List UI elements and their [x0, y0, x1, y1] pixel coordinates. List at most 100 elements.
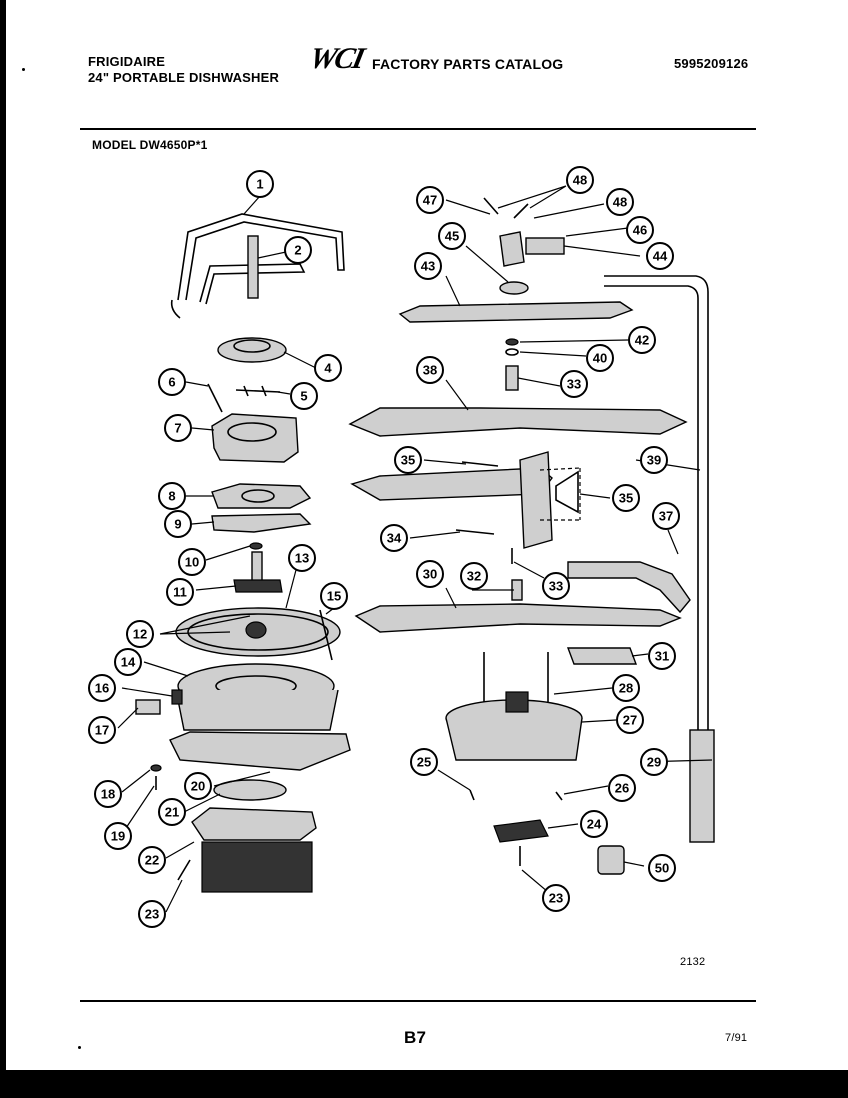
svg-text:23: 23: [145, 907, 159, 922]
callout-33-lower: 32: [460, 562, 488, 590]
callout-50: 50: [648, 854, 676, 882]
svg-text:13: 13: [295, 551, 309, 566]
svg-text:19: 19: [111, 829, 125, 844]
illustration-number: 2132: [680, 956, 706, 968]
svg-text:50: 50: [655, 861, 669, 876]
callout-44: 43: [414, 252, 442, 280]
callout-27: 26: [608, 774, 636, 802]
svg-text:16: 16: [95, 681, 109, 696]
part-22-motor: [191, 807, 317, 893]
part-5-clip: [235, 385, 281, 397]
svg-text:1: 1: [256, 177, 263, 192]
callout-29: 28: [612, 674, 640, 702]
callout-19: 19: [104, 822, 132, 850]
header-rule: [80, 128, 756, 130]
callout-39: 38: [416, 356, 444, 384]
callout-45: 45: [438, 222, 466, 250]
svg-text:20: 20: [191, 779, 205, 794]
svg-text:14: 14: [121, 655, 136, 670]
svg-text:46: 46: [633, 223, 647, 238]
callout-8: 8: [158, 482, 186, 510]
callout-21: 21: [158, 798, 186, 826]
svg-text:29: 29: [647, 755, 661, 770]
scan-speck: [78, 1046, 81, 1049]
part-11-impeller: [233, 551, 283, 593]
part-10-nut: [249, 542, 263, 550]
callout-47: 46: [626, 216, 654, 244]
part-16-fitting: [171, 689, 183, 705]
part-23-screw: [177, 859, 191, 881]
callout-25: 24: [580, 810, 608, 838]
part-1-tube: [170, 213, 345, 319]
callout-37: 35: [612, 484, 640, 512]
page-code: B7: [404, 1028, 427, 1047]
svg-text:42: 42: [635, 333, 649, 348]
catalog-number: 5995209126: [674, 56, 749, 71]
part-6-screw: [207, 383, 223, 413]
part-42-ring: [505, 348, 519, 356]
svg-text:48: 48: [613, 195, 627, 210]
leader-lines: [117, 185, 713, 913]
svg-text:21: 21: [165, 805, 179, 820]
callout-1: 1: [246, 170, 274, 198]
catalog-title: FACTORY PARTS CATALOG: [372, 56, 564, 72]
part-37-manifold: [350, 451, 581, 549]
callout-10: 10: [178, 548, 206, 576]
svg-text:2: 2: [294, 243, 301, 258]
svg-text:15: 15: [327, 589, 341, 604]
callout-16: 16: [88, 674, 116, 702]
svg-text:8: 8: [168, 489, 175, 504]
callout-24: 23: [542, 884, 570, 912]
svg-text:33: 33: [549, 579, 563, 594]
svg-text:22: 22: [145, 853, 159, 868]
svg-text:7: 7: [174, 421, 181, 436]
svg-text:35: 35: [619, 491, 633, 506]
part-2-bracket: [199, 235, 306, 305]
svg-text:11: 11: [173, 585, 187, 600]
scan-border-left: [0, 0, 6, 1098]
callout-6: 6: [158, 368, 186, 396]
svg-text:31: 31: [655, 649, 669, 664]
callout-12: 12: [126, 620, 154, 648]
part-38-hose: [567, 561, 691, 614]
scan-border-bottom: [0, 1070, 848, 1098]
svg-text:10: 10: [185, 555, 199, 570]
part-4-cover: [217, 337, 287, 363]
svg-text:17: 17: [95, 723, 109, 738]
callout-35-upper: 35: [394, 446, 422, 474]
part-14-pump-housing: [169, 663, 351, 771]
part-45-46-hub: [499, 231, 565, 295]
svg-text:5: 5: [300, 389, 307, 404]
part-40-30-supply-tube: [604, 275, 715, 843]
callout-30: 29: [640, 748, 668, 776]
part-50-part: [597, 845, 625, 875]
part-26-27-screws: [469, 789, 563, 801]
svg-text:18: 18: [101, 787, 115, 802]
callout-34: 33: [542, 572, 570, 600]
part-15-pin: [319, 609, 333, 661]
model-label: MODEL DW4650P*1: [92, 138, 208, 152]
part-7-housing: [211, 413, 299, 463]
callout-22: 22: [138, 846, 166, 874]
product-name: 24" PORTABLE DISHWASHER: [88, 70, 280, 85]
part-44-upper-arm: [398, 301, 634, 323]
svg-text:9: 9: [174, 517, 181, 532]
callout-5: 5: [290, 382, 318, 410]
callout-35-lower: 34: [380, 524, 408, 552]
svg-text:28: 28: [619, 681, 633, 696]
svg-text:35: 35: [401, 453, 415, 468]
svg-text:39: 39: [647, 453, 661, 468]
svg-text:37: 37: [659, 509, 673, 524]
part-8-gasket: [211, 483, 312, 509]
part-39-middle-arm: [348, 407, 688, 437]
part-35-screws: [455, 461, 499, 535]
callout-23: 23: [138, 900, 166, 928]
callout-20: 20: [184, 772, 212, 800]
svg-text:48: 48: [573, 173, 587, 188]
callout-28: 27: [616, 706, 644, 734]
callout-2: 2: [284, 236, 312, 264]
callout-15: 15: [320, 582, 348, 610]
callout-26: 25: [410, 748, 438, 776]
callout-40: 39: [640, 446, 668, 474]
